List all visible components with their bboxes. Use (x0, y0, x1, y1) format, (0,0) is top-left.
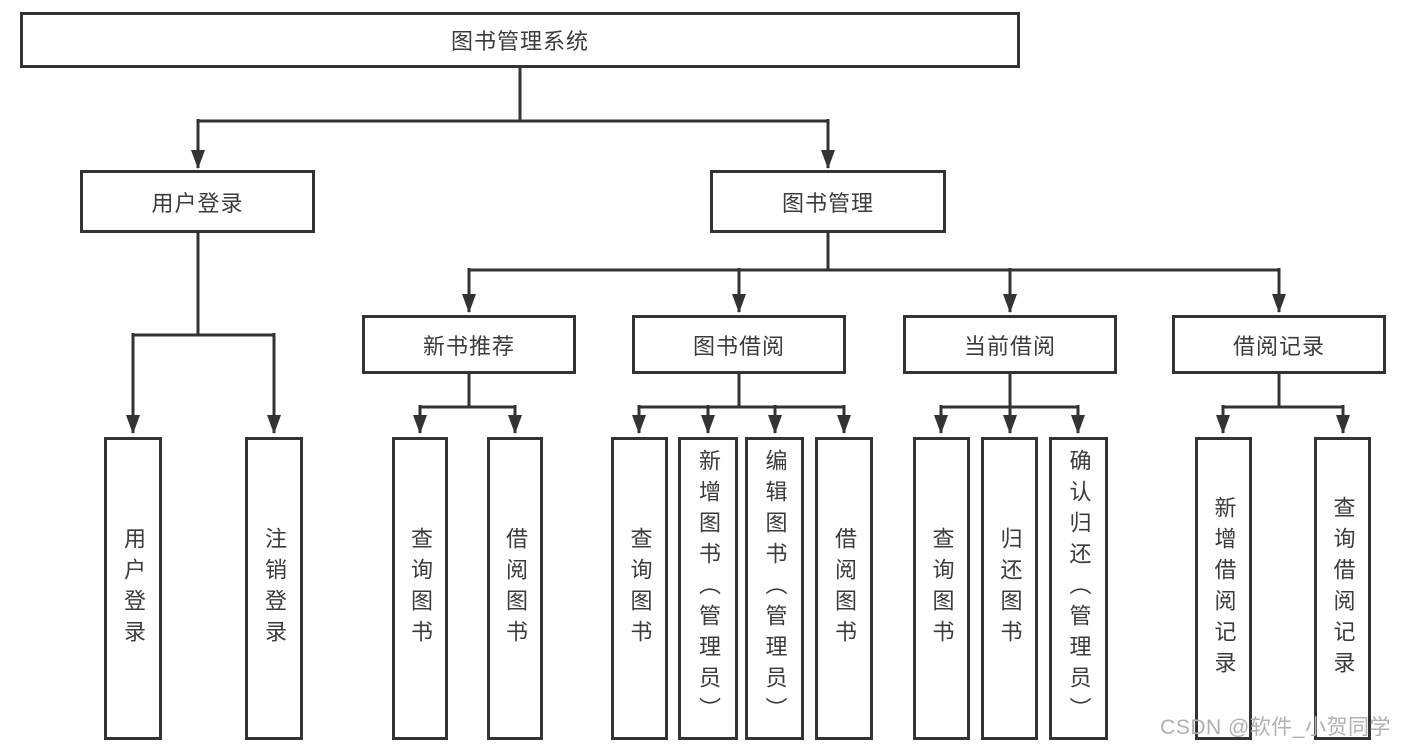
leaf-nb-borrow-books-label: 借阅图书 (503, 526, 528, 651)
leaf-bb-edit-book-admin-label: 编辑图书（管理员） (762, 449, 788, 728)
node-current-borrowing-label: 当前借阅 (963, 333, 1056, 359)
leaf-nb-query-books: 查询图书 (392, 437, 448, 740)
leaf-nb-borrow-books: 借阅图书 (487, 437, 543, 740)
connector-current-borrow-stem (941, 374, 1078, 409)
leaf-cb-return-books-label: 归还图书 (997, 526, 1023, 651)
leaf-bb-add-book-admin-label: 新增图书（管理员） (696, 449, 721, 728)
node-borrowing-records-label: 借阅记录 (1232, 333, 1325, 359)
leaf-nb-query-books-label: 查询图书 (408, 526, 433, 651)
leaf-logout-label: 注销登录 (262, 526, 287, 651)
leaf-cb-query-books: 查询图书 (913, 437, 970, 740)
node-book-management: 图书管理 (710, 170, 946, 233)
node-root-label: 图书管理系统 (450, 29, 589, 54)
leaf-bb-query-books: 查询图书 (611, 437, 668, 740)
leaf-cb-confirm-return-admin-label: 确认归还（管理员） (1066, 449, 1092, 728)
node-new-book-recommendation: 新书推荐 (362, 315, 576, 374)
connector-root-stem (198, 68, 828, 123)
leaf-bb-query-books-label: 查询图书 (627, 526, 653, 651)
leaf-bb-borrow-books-label: 借阅图书 (832, 526, 857, 651)
node-new-book-recommendation-label: 新书推荐 (422, 333, 515, 359)
node-current-borrowing: 当前借阅 (903, 315, 1117, 374)
leaf-bb-edit-book-admin: 编辑图书（管理员） (745, 437, 804, 740)
node-user-login: 用户登录 (80, 170, 315, 233)
leaf-br-query-record: 查询借阅记录 (1314, 437, 1371, 740)
leaf-user-login: 用户登录 (104, 437, 162, 740)
node-root-system: 图书管理系统 (20, 12, 1020, 68)
leaf-cb-query-books-label: 查询图书 (929, 526, 955, 651)
connector-borrow-records-stem (1223, 374, 1343, 409)
connector-book-management-stem (469, 233, 1279, 272)
connector-new-book-stem (420, 374, 515, 409)
leaf-cb-return-books: 归还图书 (981, 437, 1038, 740)
csdn-watermark: CSDN @软件_小贺同学 (1160, 716, 1391, 739)
node-book-borrowing-label: 图书借阅 (692, 333, 785, 359)
node-book-management-label: 图书管理 (781, 190, 874, 216)
leaf-cb-confirm-return-admin: 确认归还（管理员） (1049, 437, 1108, 740)
leaf-br-add-record-label: 新增借阅记录 (1211, 495, 1237, 682)
leaf-user-login-label: 用户登录 (121, 526, 146, 651)
connector-book-borrow-stem (639, 374, 844, 409)
leaf-logout: 注销登录 (245, 437, 303, 740)
connector-user-login-stem (133, 233, 274, 337)
node-borrowing-records: 借阅记录 (1172, 315, 1386, 374)
node-user-login-label: 用户登录 (151, 190, 244, 216)
leaf-br-add-record: 新增借阅记录 (1195, 437, 1252, 740)
node-book-borrowing: 图书借阅 (632, 315, 846, 374)
leaf-bb-borrow-books: 借阅图书 (815, 437, 873, 740)
leaf-bb-add-book-admin: 新增图书（管理员） (678, 437, 738, 740)
leaf-br-query-record-label: 查询借阅记录 (1330, 495, 1356, 682)
